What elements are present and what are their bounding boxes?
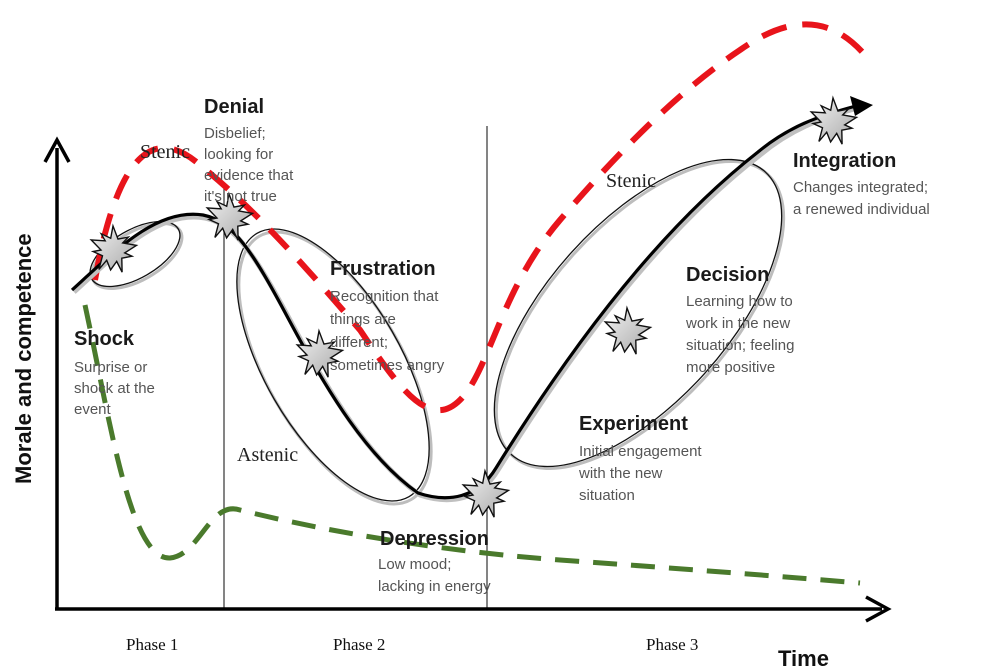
denial-title: Denial [204, 96, 264, 118]
depression-title: Depression [380, 528, 489, 550]
experiment-desc: Initial engagement with the new situatio… [578, 443, 706, 504]
frustration-title: Frustration [330, 258, 436, 280]
green-dashed-curve [82, 304, 861, 586]
shock-burst-icon [89, 223, 139, 273]
decision-desc-line: Learning how to [686, 293, 793, 310]
denial-desc: Disbelief; looking for evidence that it'… [204, 125, 297, 205]
phase-2-label: Phase 2 [333, 635, 385, 654]
depression-desc: Low mood; lacking in energy [378, 556, 491, 595]
decision-desc-line: work in the new [685, 315, 790, 332]
main-curve-arrowhead [850, 96, 873, 116]
experiment-title: Experiment [579, 413, 688, 435]
denial-desc-line: looking for [204, 146, 273, 163]
integration-desc: Changes integrated; a renewed individual [793, 179, 932, 218]
shock-title: Shock [74, 328, 135, 350]
denial-desc-line: it's not true [204, 188, 277, 205]
experiment-desc-line: situation [579, 487, 635, 504]
denial-desc-line: evidence that [204, 167, 294, 184]
depression-desc-line: lacking in energy [378, 578, 491, 595]
decision-title: Decision [686, 264, 769, 286]
decision-burst-icon [603, 305, 653, 355]
depression-desc-line: Low mood; [378, 556, 451, 573]
astenic-label: Astenic [237, 444, 298, 466]
denial-burst-icon [205, 191, 255, 241]
stenic-label-left: Stenic [140, 141, 190, 163]
shock-desc-line: event [74, 401, 112, 418]
frustration-burst-icon [295, 328, 345, 378]
shock-desc-line: Surprise or [74, 359, 147, 376]
frustration-desc: Recognition that things are different; s… [330, 288, 445, 374]
decision-desc: Learning how to work in the new situatio… [685, 293, 799, 376]
main-curve [70, 104, 857, 500]
integration-desc-line: Changes integrated; [793, 179, 928, 196]
frustration-desc-line: sometimes angry [330, 357, 445, 374]
x-axis-title: Time [778, 646, 829, 668]
decision-desc-line: more positive [686, 359, 775, 376]
integration-title: Integration [793, 150, 896, 172]
frustration-desc-line: Recognition that [330, 288, 439, 305]
frustration-desc-line: things are [330, 311, 396, 328]
integration-desc-line: a renewed individual [793, 201, 930, 218]
stenic-ellipse-left [89, 220, 184, 291]
y-axis-arrowhead [43, 136, 71, 163]
red-dashed-curve [92, 21, 868, 414]
integration-burst-icon [809, 95, 859, 145]
stenic-label-right: Stenic [606, 170, 656, 192]
astenic-ellipse [236, 228, 433, 506]
y-axis-title: Morale and competence [11, 233, 36, 484]
shock-desc-line: shock at the [74, 380, 155, 397]
phase-1-label: Phase 1 [126, 635, 178, 654]
experiment-desc-line: Initial engagement [579, 443, 702, 460]
x-axis-arrowhead [865, 595, 892, 623]
depression-burst-icon [461, 468, 511, 518]
frustration-desc-line: different; [330, 334, 388, 351]
denial-desc-line: Disbelief; [204, 125, 266, 142]
decision-desc-line: situation; feeling [686, 337, 794, 354]
stenic-ellipse-right [493, 158, 786, 471]
experiment-desc-line: with the new [578, 465, 663, 482]
phase-3-label: Phase 3 [646, 635, 698, 654]
shock-desc: Surprise or shock at the event [74, 359, 159, 418]
